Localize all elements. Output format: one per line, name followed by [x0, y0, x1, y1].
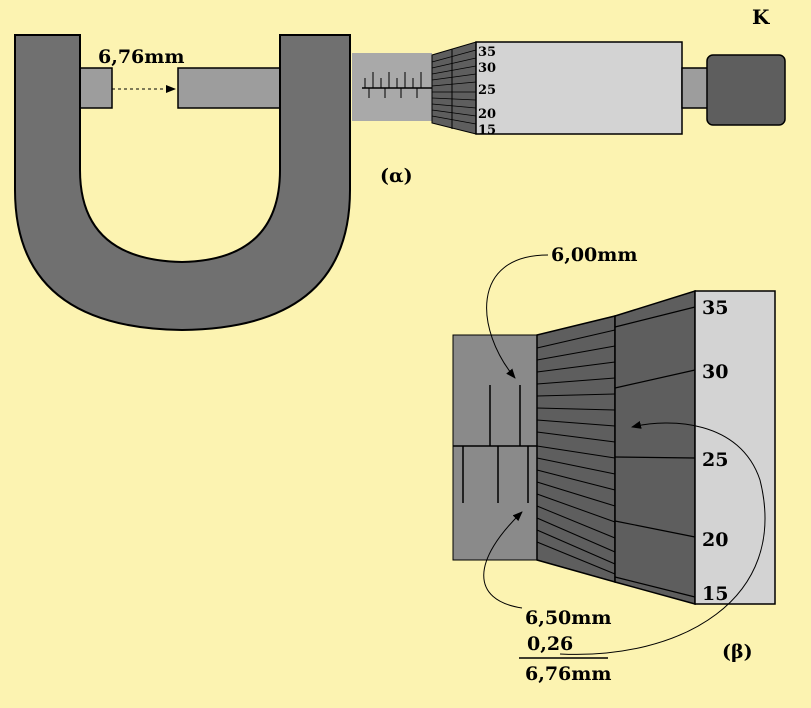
detail-band-lines: [614, 306, 696, 598]
total-label: 6,76mm: [525, 663, 611, 685]
anvil: [79, 67, 113, 109]
thimble-reading-label: 0,26: [527, 633, 573, 655]
detail-number-20: 20: [702, 529, 728, 551]
sleeve-ticks: [364, 72, 422, 98]
thimble-number-25: 25: [478, 83, 496, 98]
detail-sleeve: [452, 334, 538, 561]
detail-thimble-bevel: [536, 315, 616, 583]
half-scale-label: 6,50mm: [525, 607, 611, 629]
detail-bevel-lines: [536, 329, 616, 575]
detail-number-35: 35: [702, 297, 728, 319]
main-scale-label: 6,00mm: [551, 244, 637, 266]
knob-label: K: [752, 5, 770, 29]
thimble-number-30: 30: [478, 61, 496, 76]
detail-thimble-numbers-panel: [694, 290, 776, 605]
gap-label: 6,76mm: [98, 46, 184, 68]
ratchet-knob: [706, 54, 786, 126]
thimble-body: [475, 41, 683, 135]
spindle: [177, 67, 289, 109]
arrow-half-scale: [483, 511, 523, 609]
thimble-number-15: 15: [478, 123, 496, 138]
figure-b-scale-detail: 35 30 25 20 15 6,00mm 6,50mm 0,26 6,76mm…: [452, 244, 776, 685]
ratchet-shaft: [681, 67, 709, 109]
arrow-main-scale: [486, 254, 549, 379]
sleeve: [352, 53, 432, 121]
detail-number-15: 15: [702, 583, 728, 605]
detail-number-30: 30: [702, 361, 728, 383]
arrow-thimble-reading: [559, 421, 766, 655]
caption-b: (β): [722, 641, 753, 663]
frame: [14, 34, 351, 332]
thimble-number-35: 35: [478, 45, 496, 60]
detail-thimble-band: [614, 289, 696, 605]
thimble-number-20: 20: [478, 107, 496, 122]
detail-number-25: 25: [702, 449, 728, 471]
figure-a-micrometer: 6,76mm: [14, 5, 786, 332]
detail-sleeve-ticks: [462, 385, 529, 503]
caption-a: (α): [380, 165, 413, 187]
thimble-bevel-lines: [431, 49, 477, 125]
